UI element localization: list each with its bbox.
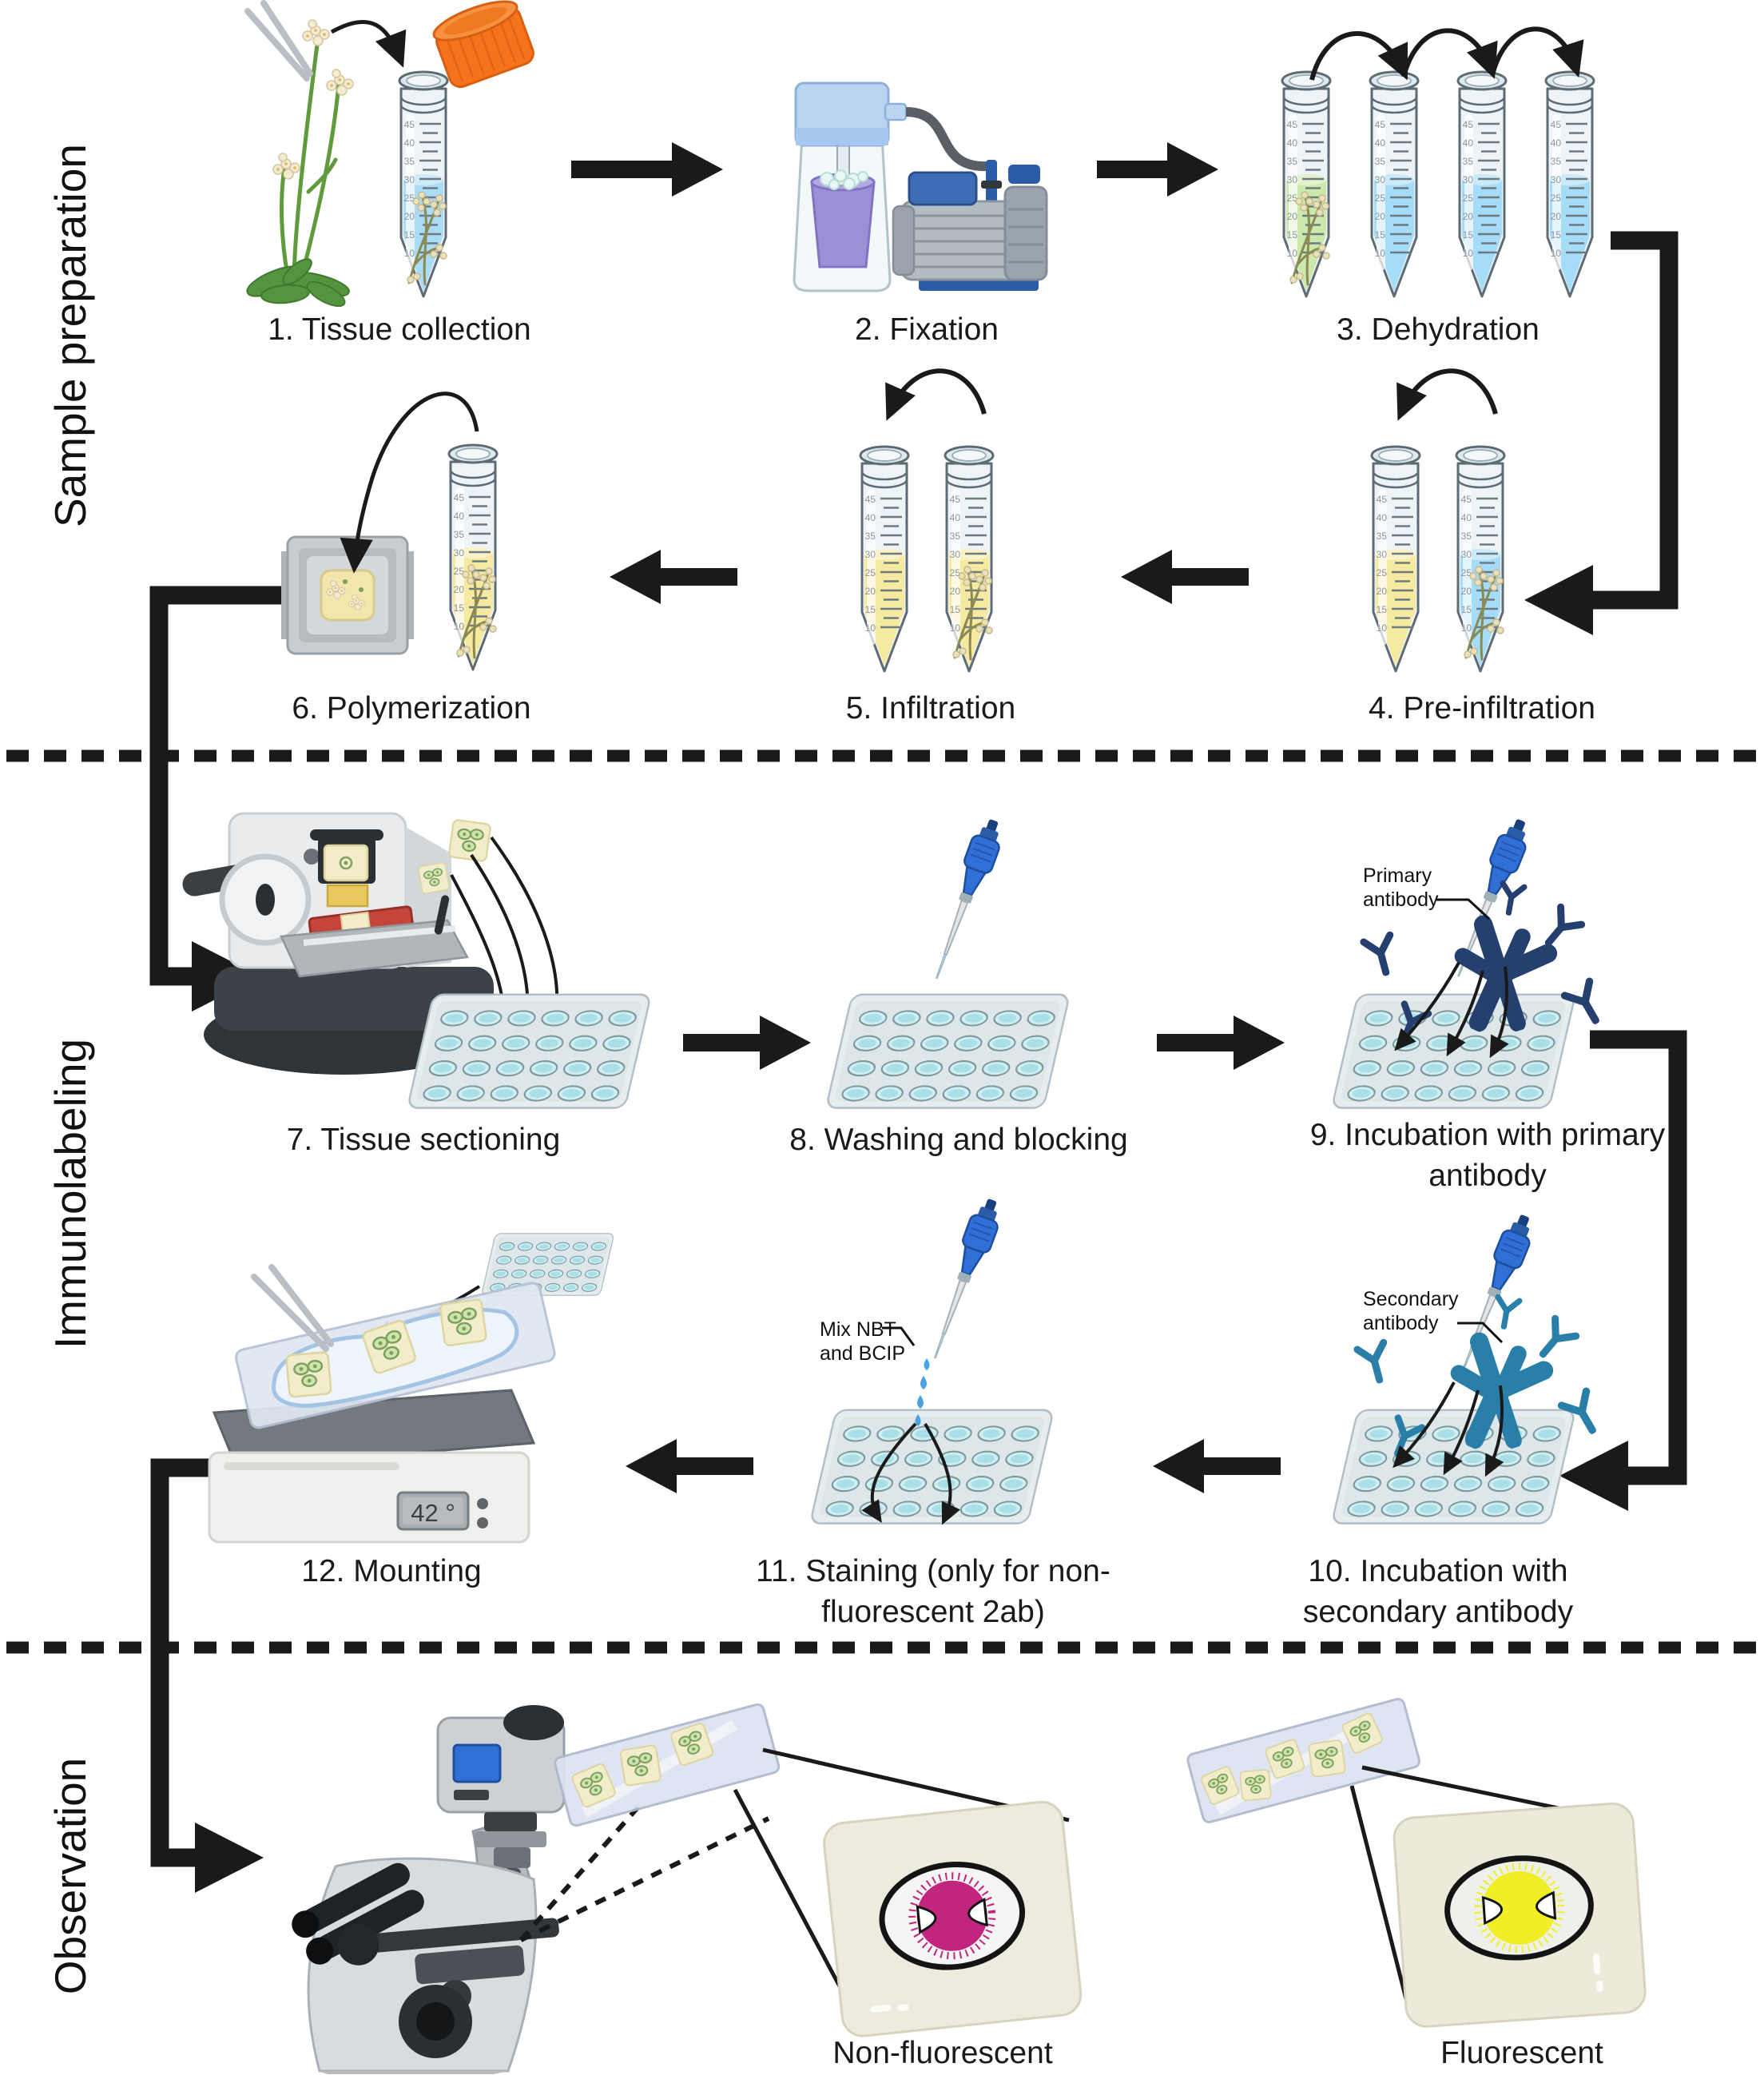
fluorescent-cell-icon <box>1482 1870 1556 1945</box>
small-well-plate-icon <box>481 1234 614 1295</box>
step-label-12: 12. Mounting <box>301 1554 482 1588</box>
orange-cap-icon <box>432 0 534 89</box>
tissue-section-icon <box>417 861 451 895</box>
tissue-section-icon <box>447 818 492 863</box>
step-label-3: 3. Dehydration <box>1337 312 1540 347</box>
arrow-step10-to-step11 <box>1153 1439 1281 1493</box>
flower-cluster-icon <box>302 19 330 46</box>
pipette-icon <box>920 1194 1007 1364</box>
well-plate-icon <box>1332 1410 1575 1524</box>
arrow-step2-to-step3 <box>1097 142 1218 197</box>
section-label-observation: Observation <box>46 1757 95 1995</box>
step-label-9: 9. Incubation with primary antibody <box>1309 1118 1666 1193</box>
step4-preinfiltration-illustration <box>1370 368 1506 673</box>
arrow-step4-to-step5 <box>1121 550 1249 604</box>
flower-cluster-icon <box>326 69 354 96</box>
connector-mounting-to-observation <box>150 1458 264 1893</box>
observation-illustration <box>292 1698 1647 2074</box>
well-plate-icon <box>1332 995 1575 1108</box>
step9-primary-antibody-illustration <box>1332 813 1608 1108</box>
falcon-tube-icon <box>1370 445 1421 673</box>
vacuum-pump-icon <box>892 160 1048 291</box>
microtome-icon <box>182 812 494 1075</box>
arrow-step5-to-step6 <box>610 550 737 604</box>
magenta-stained-cell-icon <box>916 1880 987 1951</box>
step-label-10: 10. Incubation with secondary antibody <box>1302 1554 1574 1629</box>
step6-polymerization-illustration <box>281 392 499 671</box>
falcon-tube-icon <box>1456 70 1508 298</box>
section-label-immunolabeling: Immunolabeling <box>46 1038 95 1350</box>
falcon-tube-icon <box>859 445 910 673</box>
step5-infiltration-illustration <box>859 368 995 673</box>
reagent-droplets-icon <box>915 1358 930 1426</box>
pipette-icon <box>922 814 1009 984</box>
slide-warmer-icon <box>208 1451 530 1544</box>
arrow-step11-to-step12 <box>626 1439 753 1493</box>
step2-fixation-illustration <box>793 81 1048 292</box>
mounting-slide-icon <box>235 1282 556 1429</box>
slide-fluorescent-icon <box>1186 1698 1420 1823</box>
step-label-4: 4. Pre-infiltration <box>1369 691 1595 725</box>
step-label-7: 7. Tissue sectioning <box>286 1123 561 1157</box>
slide-nonfluorescent-icon <box>554 1703 781 1827</box>
result-card-nonfluorescent <box>823 1800 1083 2037</box>
inverted-microscope-icon <box>292 1705 566 2074</box>
arrow-step7-to-step8 <box>683 1016 811 1070</box>
step11-staining-illustration <box>810 1194 1054 1525</box>
step-label-2: 2. Fixation <box>855 312 999 347</box>
secondary-antibody-annotation: Secondary antibody <box>1363 1288 1459 1334</box>
warmer-temperature-readout: 42 ° <box>411 1499 455 1527</box>
curved-arrow-tube-to-mold <box>340 392 479 574</box>
ice-icon <box>820 169 868 190</box>
step12-mounting-illustration <box>208 1234 614 1544</box>
transfer-hop-arrows <box>1309 26 1584 81</box>
step1-tissue-collection-illustration <box>244 0 534 308</box>
vacuum-hose-icon <box>905 107 990 172</box>
secondary-antibody-pointer-line <box>1457 1322 1504 1344</box>
step-label-5: 5. Infiltration <box>845 691 1016 725</box>
well-plate-icon <box>407 995 651 1108</box>
well-plate-icon <box>810 1410 1054 1524</box>
primary-antibody-annotation: Primary antibody <box>1363 865 1439 911</box>
result-label-non-fluorescent: Non-fluorescent <box>832 2036 1053 2070</box>
arrow-step8-to-step9 <box>1157 1016 1285 1070</box>
connector-primary-to-secondary <box>1559 1030 1687 1511</box>
mix-nbt-bcip-pointer-line <box>882 1326 916 1346</box>
mix-nbt-bcip-annotation: Mix NBT and BCIP <box>820 1318 906 1365</box>
section-label-sample-preparation: Sample preparation <box>46 143 95 528</box>
stain-drop-arrows <box>861 1422 960 1525</box>
arrow-step1-to-step2 <box>571 142 723 197</box>
transfer-hop-arrow <box>1396 368 1498 421</box>
well-plate-icon <box>826 995 1070 1108</box>
connector-dehydration-to-preinfiltration <box>1524 231 1679 635</box>
step10-secondary-antibody-illustration <box>1332 1209 1605 1524</box>
antibody-drop-arrows <box>1393 1381 1504 1477</box>
curved-arrow-plant-to-tube <box>330 19 407 68</box>
microscope-screen-icon <box>452 1743 502 1783</box>
purple-beaker-icon <box>810 181 876 268</box>
flower-cluster-icon <box>272 153 300 180</box>
step-label-11: 11. Staining (only for non-fluorescent 2… <box>756 1554 1110 1629</box>
step-label-8: 8. Washing and blocking <box>789 1123 1128 1157</box>
step3-dehydration-illustration <box>1281 26 1595 298</box>
flow-arrows <box>571 142 1285 1493</box>
primary-antibody-pointer-line <box>1436 898 1491 920</box>
forceps-icon <box>244 0 313 81</box>
transfer-hop-arrow <box>885 368 987 421</box>
dashed-pointer-lines <box>518 1803 770 1942</box>
falcon-tube-icon <box>1544 70 1595 298</box>
antibody-drop-arrows <box>1394 962 1509 1059</box>
tweezers-icon <box>251 1264 334 1352</box>
falcon-tube-icon <box>1369 70 1420 298</box>
step7-tissue-sectioning-illustration <box>182 812 651 1108</box>
step-label-6: 6. Polymerization <box>292 691 531 725</box>
step-label-1: 1. Tissue collection <box>268 312 531 347</box>
result-card-fluorescent <box>1393 1802 1647 2028</box>
result-label-fluorescent: Fluorescent <box>1440 2036 1603 2070</box>
step8-washing-blocking-illustration <box>826 814 1070 1108</box>
